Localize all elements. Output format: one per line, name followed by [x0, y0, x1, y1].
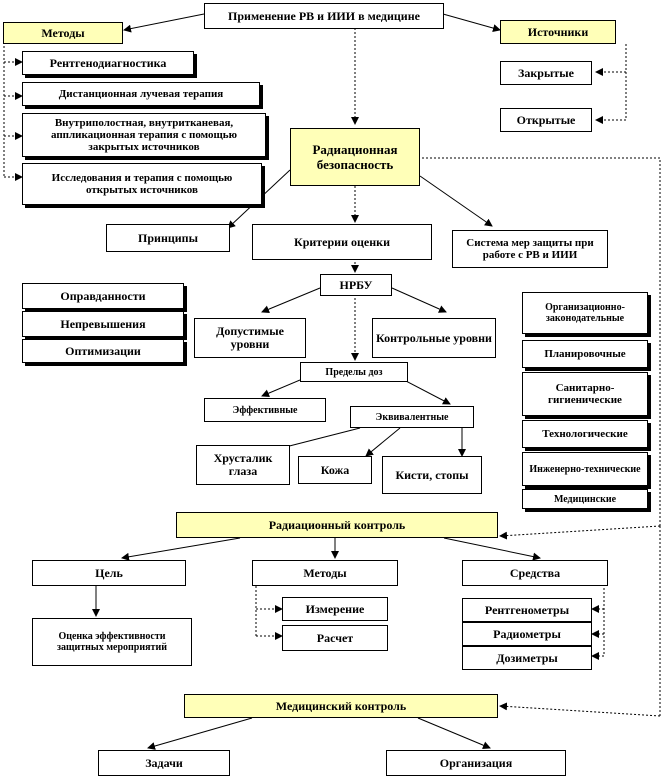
means-roentgenometers: Рентгенометры	[462, 598, 592, 622]
medical-tasks: Задачи	[98, 750, 230, 776]
principle-non-exceeding: Непревышения	[22, 311, 184, 337]
medical-control-label: Медицинский контроль	[275, 698, 407, 713]
method-item-label: Рентгенодиагностика	[49, 55, 167, 70]
protection-technological: Технологические	[522, 420, 648, 448]
radiation-safety-label: Радиационная безопасность	[312, 142, 398, 172]
sources-header-label: Источники	[527, 24, 589, 39]
protection-label: Технологические	[542, 428, 628, 440]
medical-organization: Организация	[386, 750, 566, 776]
control-goal-label: Цель	[95, 565, 123, 580]
dose-limits-label: Пределы доз	[325, 366, 383, 378]
organ-hands-label: Кисти, стопы	[395, 467, 469, 482]
control-method-label: Измерение	[305, 601, 365, 616]
radiation-safety-box: Радиационная безопасность	[290, 128, 420, 186]
permissible-levels: Допустимые уровни	[194, 318, 306, 358]
organ-skin-label: Кожа	[320, 462, 350, 477]
means-label: Рентгенометры	[484, 602, 570, 617]
method-item-label: Внутриполостная, внутритканевая, апплика…	[50, 117, 238, 153]
organ-lens-label: Хрусталик глаза	[213, 451, 273, 478]
radiation-control-label: Радиационный контроль	[268, 517, 406, 532]
protection-planning: Планировочные	[522, 340, 648, 368]
method-item-open-sources: Исследования и терапия с помощью открыты…	[22, 163, 262, 205]
protection-label: Санитарно-гигиенические	[548, 382, 622, 406]
safety-to-control-line	[422, 157, 661, 526]
source-closed: Закрытые	[500, 61, 592, 85]
methods-header-label: Методы	[41, 25, 85, 40]
protection-sanitary: Санитарно-гигиенические	[522, 372, 648, 416]
arrow-top-to-methods	[123, 13, 205, 33]
arrow-top-to-sources	[442, 13, 501, 32]
control-methods-label: Методы	[303, 565, 347, 580]
principle-label: Оптимизации	[65, 343, 141, 358]
method-item-label: Дистанционная лучевая терапия	[58, 88, 224, 100]
dose-equivalent: Эквивалентные	[350, 406, 474, 428]
principle-optimization: Оптимизации	[22, 339, 184, 363]
source-open: Открытые	[500, 108, 592, 132]
control-goal-item: Оценка эффективности защитных мероприяти…	[32, 618, 192, 666]
nrbu-label: НРБУ	[339, 277, 373, 292]
protection-header-label: Система мер защиты при работе с РВ и ИИИ	[466, 237, 594, 261]
top-title: Применение РВ и ИИИ в медицине	[228, 8, 420, 23]
organ-hands-feet: Кисти, стопы	[382, 456, 482, 494]
dose-limits: Пределы доз	[300, 362, 408, 382]
principles-header-label: Принципы	[138, 230, 198, 245]
medical-control-header: Медицинский контроль	[184, 694, 498, 718]
medical-tasks-label: Задачи	[145, 755, 183, 770]
principle-justification: Оправданности	[22, 283, 184, 309]
control-method-label: Расчет	[316, 630, 354, 645]
method-item-remote-therapy: Дистанционная лучевая терапия	[22, 82, 260, 106]
top-title-box: Применение РВ и ИИИ в медицине	[204, 3, 444, 29]
dose-effective-label: Эффективные	[232, 404, 298, 416]
organ-skin: Кожа	[298, 456, 372, 484]
principle-label: Оправданности	[60, 288, 146, 303]
dose-equivalent-label: Эквивалентные	[375, 411, 449, 423]
method-item-label: Исследования и терапия с помощью открыты…	[51, 172, 233, 196]
dose-effective: Эффективные	[204, 398, 326, 422]
control-goal: Цель	[32, 560, 186, 586]
protection-org-legal: Организационно-законодательные	[522, 292, 648, 334]
means-dosimeters: Дозиметры	[462, 646, 592, 670]
method-item-xray: Рентгенодиагностика	[22, 51, 194, 75]
methods-header: Методы	[3, 22, 123, 44]
medical-organization-label: Организация	[439, 755, 513, 770]
radiation-control-header: Радиационный контроль	[176, 512, 498, 538]
principle-label: Непревышения	[60, 316, 146, 331]
control-methods: Методы	[252, 560, 398, 586]
arrow-safety-to-protection	[419, 175, 493, 227]
protection-header: Система мер защиты при работе с РВ и ИИИ	[452, 230, 608, 268]
control-goal-item-label: Оценка эффективности защитных мероприяти…	[57, 631, 167, 653]
criteria-header: Критерии оценки	[252, 224, 432, 260]
method-item-closed-sources: Внутриполостная, внутритканевая, апплика…	[22, 113, 266, 157]
criteria-header-label: Критерии оценки	[294, 234, 390, 249]
sources-header: Источники	[500, 20, 616, 44]
control-levels: Контрольные уровни	[372, 318, 496, 358]
means-label: Дозиметры	[496, 650, 558, 665]
protection-medical: Медицинские	[522, 489, 648, 509]
protection-label: Медицинские	[553, 493, 617, 505]
control-levels-label: Контрольные уровни	[376, 330, 492, 345]
means-radiometers: Радиометры	[462, 622, 592, 646]
protection-label: Планировочные	[544, 348, 626, 360]
control-method-measurement: Измерение	[282, 597, 388, 621]
principles-header: Принципы	[106, 224, 230, 252]
control-means-label: Средства	[509, 565, 561, 580]
organ-lens: Хрусталик глаза	[196, 445, 290, 485]
permissible-label: Допустимые уровни	[216, 324, 284, 351]
protection-label: Инженерно-технические	[529, 463, 641, 475]
nrbu-box: НРБУ	[320, 274, 392, 296]
protection-label: Организационно-законодательные	[545, 302, 625, 324]
means-label: Радиометры	[493, 626, 561, 641]
source-label: Открытые	[516, 112, 576, 127]
control-means: Средства	[462, 560, 608, 586]
source-label: Закрытые	[518, 65, 574, 80]
control-method-calculation: Расчет	[282, 625, 388, 651]
protection-engineering: Инженерно-технические	[522, 452, 648, 486]
